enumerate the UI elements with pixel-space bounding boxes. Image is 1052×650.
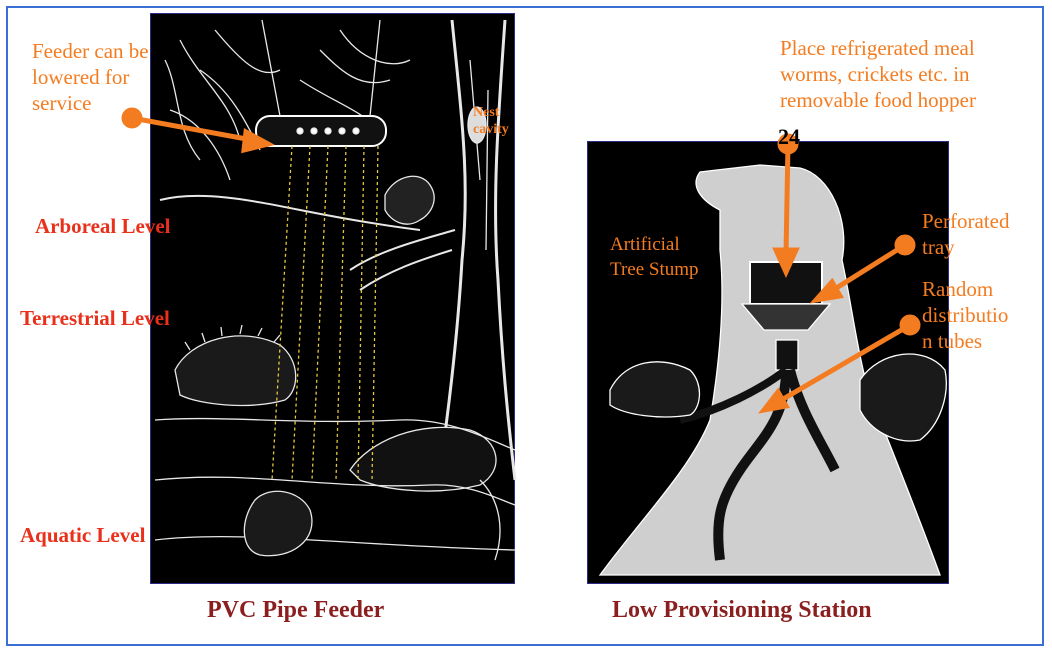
- tree-trunk: [440, 20, 465, 470]
- echidna: [175, 336, 296, 406]
- nest-cavity-label: Nest cavity: [473, 104, 509, 138]
- artificial-tree-stump-label: Artificial Tree Stump: [610, 232, 699, 282]
- perforated-tray-label: Perforated tray: [922, 208, 1009, 260]
- pvc-pipe: [256, 116, 386, 146]
- slide-number: 24: [778, 124, 800, 150]
- low-provisioning-station-caption: Low Provisioning Station: [612, 597, 872, 624]
- aquatic-level-label: Aquatic Level: [20, 523, 145, 548]
- feeder-lowered-label: Feeder can be lowered for service: [32, 38, 149, 116]
- food-hopper-label: Place refrigerated meal worms, crickets …: [780, 35, 976, 113]
- terrestrial-level-label: Terrestrial Level: [20, 306, 170, 331]
- arboreal-level-label: Arboreal Level: [35, 214, 171, 239]
- distribution-tubes-label: Random distributio n tubes: [922, 276, 1008, 354]
- pvc-pipe-feeder-caption: PVC Pipe Feeder: [207, 597, 384, 624]
